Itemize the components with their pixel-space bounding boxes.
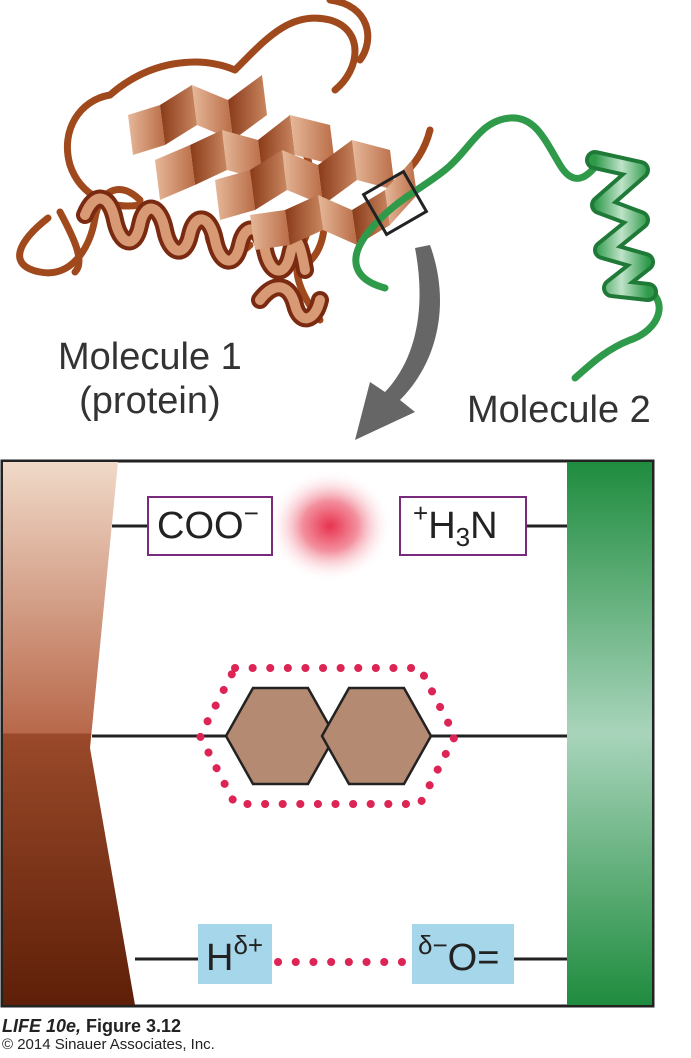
zoom-box — [361, 169, 429, 237]
figure-number: Figure 3.12 — [81, 1016, 182, 1036]
molecule-1-label: Molecule 1 (protein) — [58, 335, 242, 423]
molecule-2-helix — [585, 150, 658, 302]
molecule-2 — [352, 114, 663, 382]
molecule-2-surface — [567, 462, 652, 1005]
hydrophobic-ring-right — [320, 686, 433, 786]
hydrogen-acceptor-box: δ−O= — [412, 924, 514, 984]
carboxylate-text: COO — [157, 505, 244, 547]
molecule-2-label: Molecule 2 — [467, 389, 651, 431]
figure-caption: LIFE 10e, Figure 3.12 © 2014 Sinauer Ass… — [2, 1016, 215, 1054]
hydrogen-donor-box: Hδ+ — [198, 924, 272, 984]
positive-charge: + — [413, 498, 429, 528]
van-der-waals-envelope — [195, 664, 460, 808]
donor-atom: H — [206, 937, 234, 979]
carboxylate-group-box: COO− — [147, 496, 273, 556]
zoom-arrow-icon — [355, 245, 440, 440]
figure-reference: LIFE 10e, Figure 3.12 — [2, 1016, 215, 1036]
acceptor-atom: O= — [447, 937, 500, 979]
interaction-panel — [0, 459, 655, 1008]
protein-beta-sheets — [128, 75, 417, 250]
molecule-1-name: Molecule 1 — [58, 336, 242, 378]
donor-partial-charge: δ+ — [233, 930, 264, 960]
negative-charge: − — [243, 498, 259, 528]
amino-h: H — [428, 505, 456, 547]
molecule-1-type: (protein) — [79, 380, 221, 422]
book-title: LIFE 10e, — [2, 1016, 82, 1036]
protein-helix — [76, 189, 329, 328]
protein-surface-strip — [3, 462, 135, 1005]
protein-molecule-1 — [16, 0, 434, 328]
amino-subscript: 3 — [455, 522, 471, 552]
amino-group-box: +H3N — [399, 496, 527, 556]
ionic-attraction-glow — [268, 470, 392, 582]
copyright-notice: © 2014 Sinauer Associates, Inc. — [2, 1036, 215, 1053]
acceptor-partial-charge: δ− — [418, 930, 448, 960]
amino-n: N — [470, 505, 498, 547]
